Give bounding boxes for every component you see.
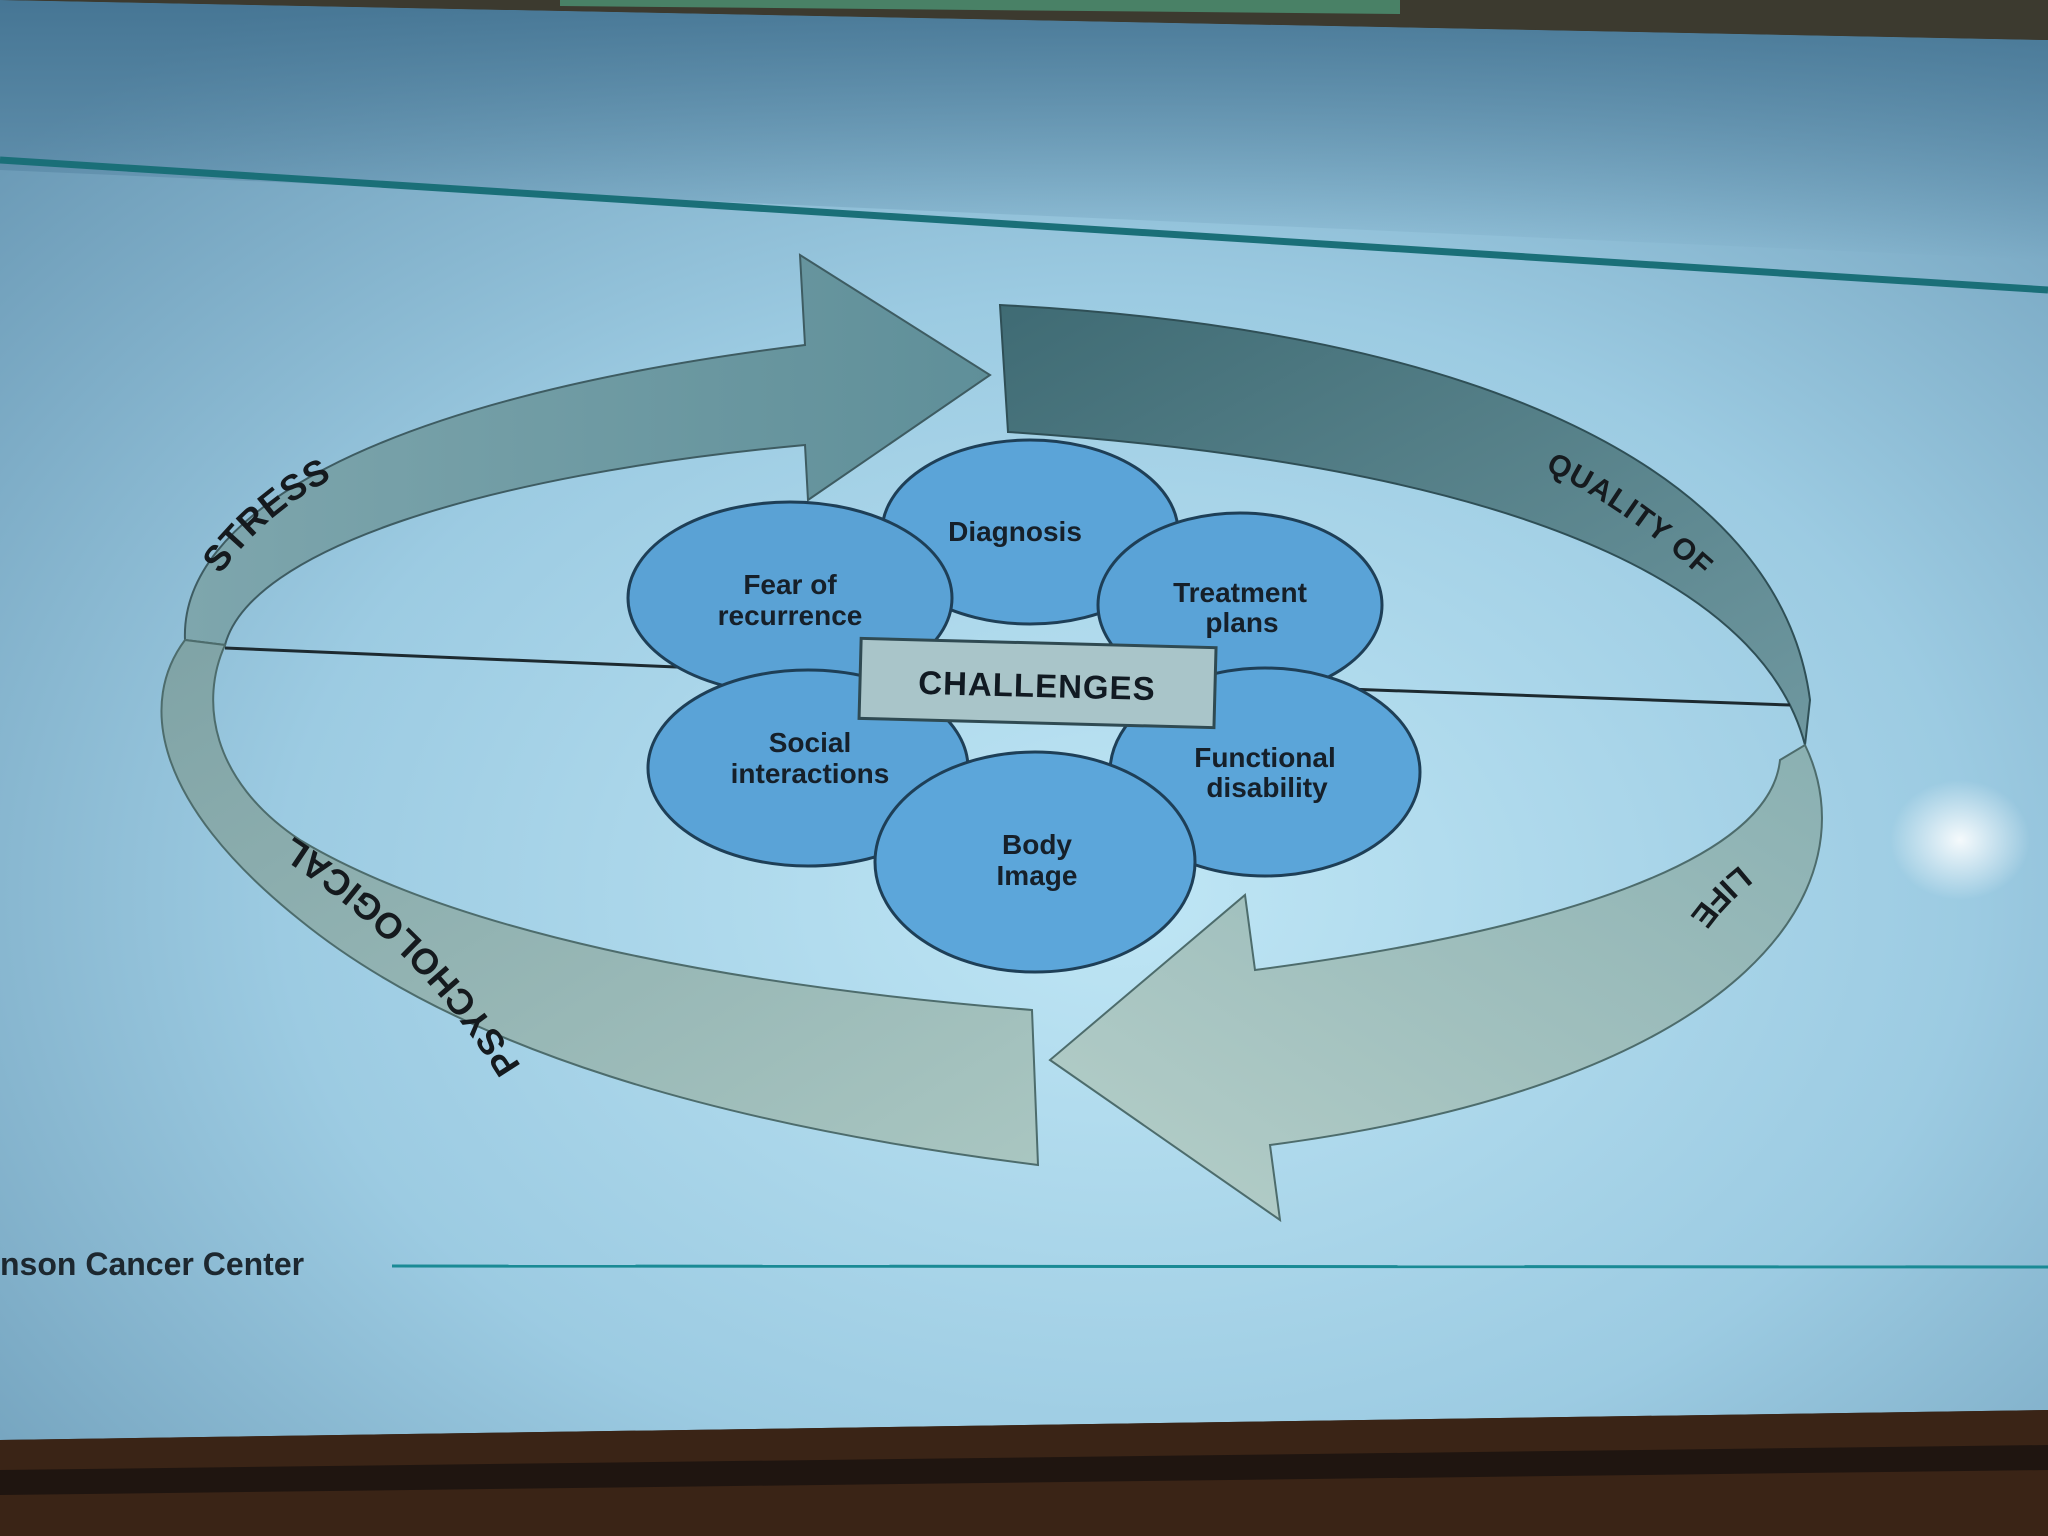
top-frame [0,0,2048,40]
top-frame-glint [560,0,1400,14]
challenges-label: CHALLENGES [918,664,1156,707]
bottom-bezel-shadow [0,1445,2048,1495]
bubble-label-social-line2: interactions [731,758,890,789]
footer-organization: nson Cancer Center [0,1246,304,1282]
bubble-label-treatment-line2: plans [1205,607,1278,638]
challenges-box: CHALLENGES [857,636,1218,730]
footer-line [391,1264,2048,1269]
bubble-body-image [873,750,1197,974]
bubble-label-functional-line2: disability [1206,772,1328,803]
bubble-label-body-line2: Image [997,860,1078,891]
slide-top-shade [0,0,2048,260]
challenges-box-bg [857,636,1218,730]
bubble-label-fear-line1: Fear of [743,569,837,600]
bubble-label-treatment-line1: Treatment [1173,577,1307,608]
top-accent-line [0,156,2048,294]
bubble-label-functional-line1: Functional [1194,742,1336,773]
arrow-stress [183,253,992,647]
bubble-label-fear-line2: recurrence [718,600,863,631]
bubble-label-social-line1: Social [769,727,851,758]
bubble-label-body-line1: Body [1002,829,1072,860]
bubble-label-diagnosis: Diagnosis [948,516,1082,547]
arrow-psychological [160,638,1040,1167]
arrow-quality [998,303,1812,746]
screen-glare [1890,780,2030,900]
arrow-life [1048,743,1823,1223]
divider-left [224,646,701,670]
divider-right [1319,686,1791,707]
